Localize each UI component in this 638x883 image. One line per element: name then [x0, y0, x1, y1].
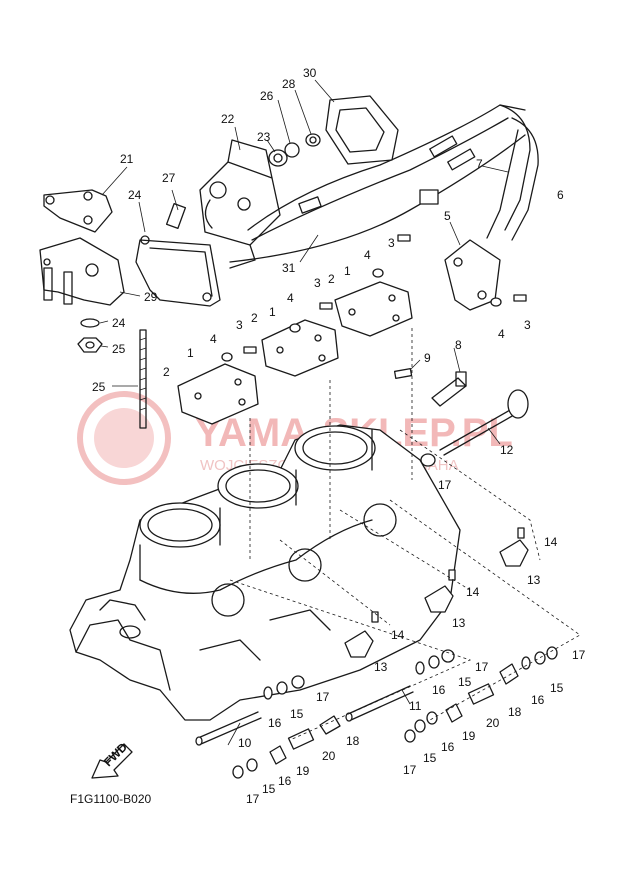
callout-14-a: 14	[544, 535, 558, 549]
callout-15-c: 15	[423, 751, 437, 765]
callout-32: 30	[303, 66, 317, 80]
callout-13-b: 13	[452, 616, 466, 630]
cylinder-block	[69, 424, 461, 721]
callout-17-c: 17	[572, 648, 586, 662]
clamp-13-left	[344, 611, 379, 658]
clamp-13-mid	[424, 569, 456, 613]
callout-17-f: 17	[246, 792, 260, 806]
stud-bolt	[139, 329, 147, 429]
washer-22	[80, 318, 100, 328]
callout-12: 12	[500, 443, 514, 457]
callout-17-e: 17	[316, 690, 330, 704]
small-bolts	[221, 234, 527, 362]
grommet-30	[305, 133, 321, 147]
callout-19-a: 19	[462, 729, 476, 743]
callout-26: 24	[128, 188, 142, 202]
exhaust-cover-mid	[261, 319, 339, 377]
cover-32	[325, 95, 399, 165]
callout-labels: 21 27 24 22 23 26 28 30 31 29 24 25 25 7…	[92, 66, 586, 806]
callout-17-d: 17	[403, 763, 417, 777]
exhaust-cover-lower-left	[177, 363, 259, 425]
callout-8: 8	[455, 338, 462, 352]
callout-14-b: 14	[466, 585, 480, 599]
callout-30: 28	[282, 77, 296, 91]
callout-14-c: 14	[391, 628, 405, 642]
callout-13-a: 13	[527, 573, 541, 587]
pipe-10	[195, 711, 262, 746]
callout-33: 31	[282, 261, 296, 275]
coil-holder	[39, 237, 125, 306]
callout-15-b: 15	[550, 681, 564, 695]
callout-17-b: 17	[475, 660, 489, 674]
callout-4-a: 4	[364, 248, 371, 262]
callout-3-b: 3	[314, 276, 321, 290]
callout-15-a: 15	[458, 675, 472, 689]
callout-11: 11	[409, 699, 422, 713]
callout-19-b: 19	[296, 764, 310, 778]
callout-10: 10	[238, 736, 252, 750]
clamp-13-right	[499, 527, 529, 567]
callout-7: 7	[476, 157, 483, 171]
shaft-12	[439, 389, 529, 456]
callout-15-e: 15	[262, 782, 276, 796]
callout-20-a: 20	[486, 716, 500, 730]
grommet-25	[268, 149, 288, 167]
callout-9: 9	[424, 351, 431, 365]
callout-5: 5	[444, 209, 451, 223]
callout-1-c: 1	[187, 346, 194, 360]
pipe-11	[345, 685, 414, 722]
callout-2-c: 2	[163, 365, 170, 379]
callout-4-d: 4	[498, 327, 505, 341]
callout-2-b: 2	[251, 311, 258, 325]
leader-lines	[99, 79, 581, 746]
callout-16-d: 16	[268, 716, 282, 730]
callout-3-d: 3	[524, 318, 531, 332]
callout-16-b: 16	[531, 693, 545, 707]
fwd-arrow-icon: FWD	[91, 740, 133, 779]
grommet-28	[284, 142, 300, 158]
callout-16-c: 16	[441, 740, 455, 754]
callout-16-a: 16	[432, 683, 446, 697]
callout-21: 21	[120, 152, 134, 166]
callout-18-b: 18	[346, 734, 360, 748]
fittings-lower-left	[232, 675, 341, 779]
mounting-plate	[43, 189, 113, 233]
callout-6: 6	[557, 188, 564, 202]
callout-3-a: 3	[388, 236, 395, 250]
callout-20-b: 20	[322, 749, 336, 763]
callout-13-c: 13	[374, 660, 388, 674]
callout-28: 26	[260, 89, 274, 103]
callout-17-a: 17	[438, 478, 452, 492]
callout-23: 25	[112, 342, 126, 356]
fittings-lower-right	[404, 646, 558, 743]
callout-4-b: 4	[287, 291, 294, 305]
callout-31: 29	[144, 290, 158, 304]
plug-17-top	[420, 453, 436, 467]
cdi-unit	[199, 139, 281, 269]
callout-3-c: 3	[236, 318, 243, 332]
exhaust-cover-top-right	[334, 281, 413, 337]
spark-plug-cap-29	[165, 202, 187, 230]
spark-plug-leads	[229, 104, 539, 263]
callout-4-c: 4	[210, 332, 217, 346]
callout-1-b: 1	[269, 305, 276, 319]
callout-25: 23	[257, 130, 271, 144]
callout-1-a: 1	[344, 264, 351, 278]
callout-27: 25	[92, 380, 106, 394]
callout-22: 24	[112, 316, 126, 330]
sensor-8	[431, 371, 467, 407]
bolt-9	[393, 368, 413, 379]
coil-bracket	[135, 235, 221, 307]
callout-24: 22	[221, 112, 235, 126]
callout-16-e: 16	[278, 774, 292, 788]
callout-15-d: 15	[290, 707, 304, 721]
nut-23	[77, 337, 103, 353]
callout-2-a: 2	[328, 272, 335, 286]
callout-18-a: 18	[508, 705, 522, 719]
diagram-code: F1G1100-B020	[70, 792, 151, 806]
callout-29: 27	[162, 171, 176, 185]
